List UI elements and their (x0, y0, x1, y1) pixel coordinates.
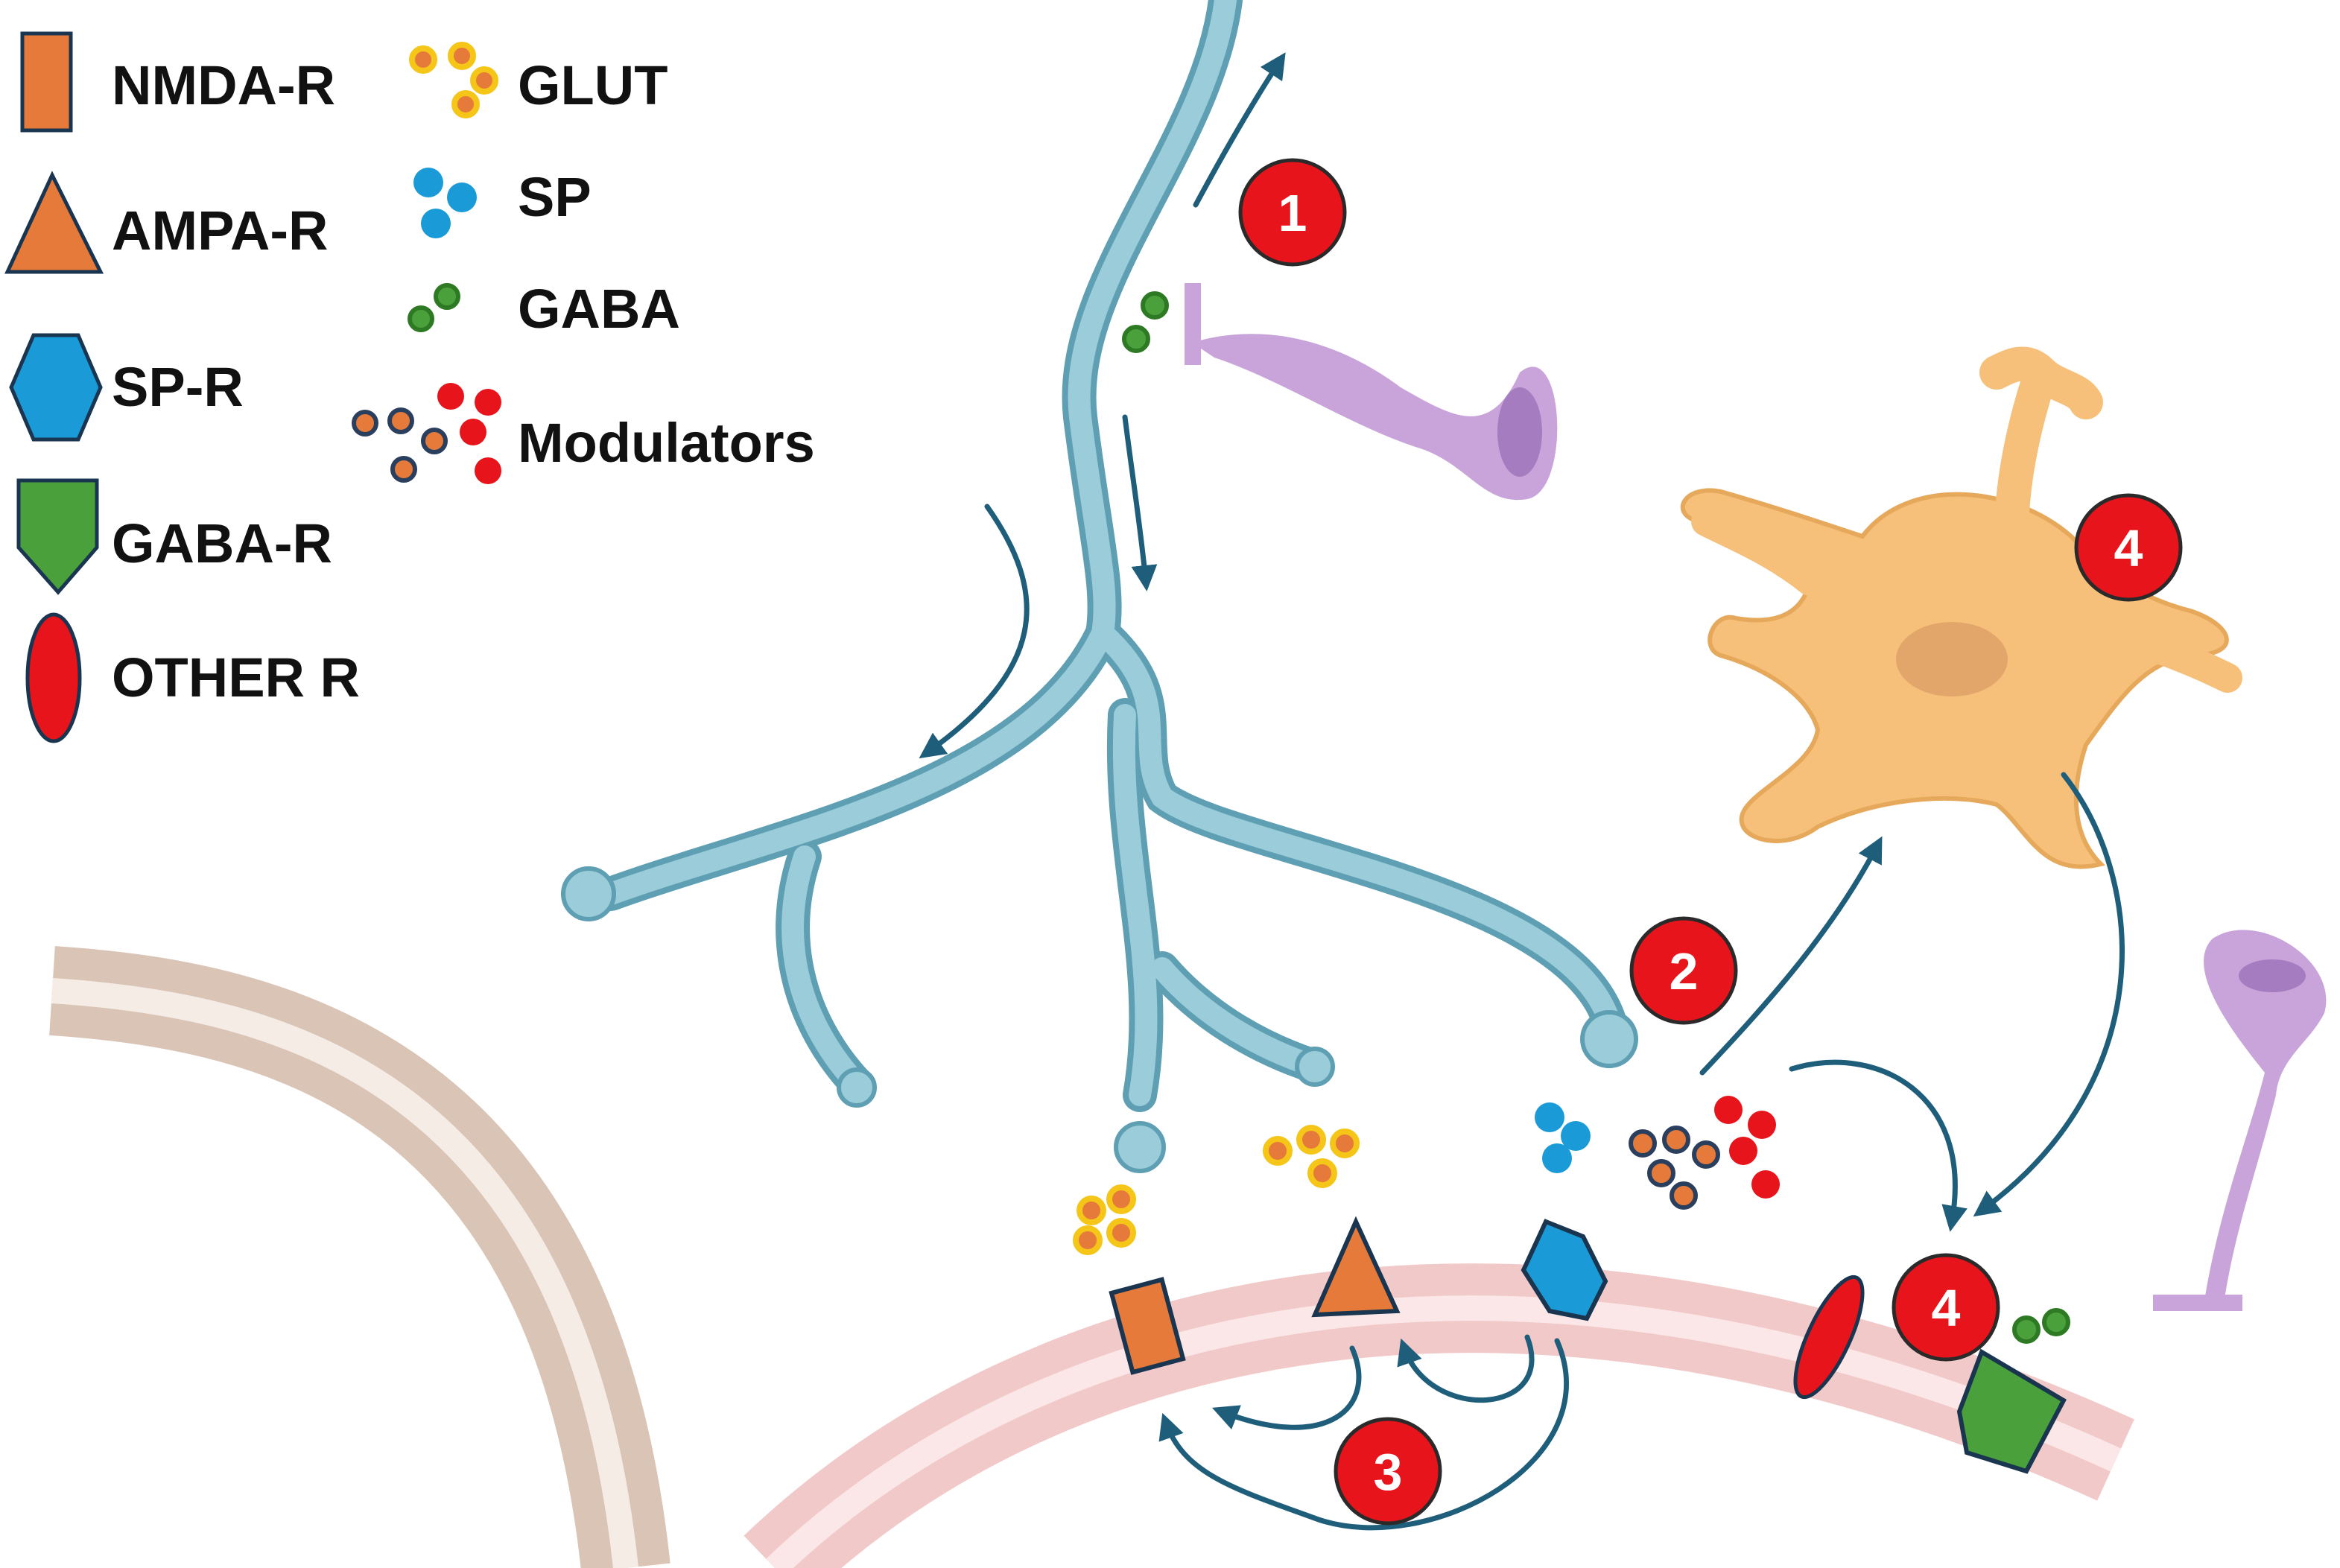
astrocyte (1680, 346, 2242, 869)
legend-gaba-label: GABA (518, 278, 680, 340)
sp-receptor (1521, 1219, 1608, 1321)
interneuron-bottom (2153, 930, 2327, 1311)
modulator-red-dots (1714, 1096, 1780, 1199)
gaba-ligand-cluster-bottom (2012, 1308, 2070, 1344)
legend-gaba-swatch (408, 283, 460, 332)
legend-modulators-label: Modulators (518, 412, 815, 474)
legend-ampa-label: AMPA-R (112, 200, 328, 261)
legend-sp-r-label: SP-R (112, 356, 244, 418)
primary-afferent-fiber (561, 0, 1638, 1173)
ampa-receptor (1311, 1216, 1401, 1318)
gaba-ligand-cluster-top (1122, 291, 1169, 353)
svg-text:4: 4 (2114, 519, 2143, 577)
postsynaptic-membrane (743, 1263, 2134, 1568)
blood-vessel (49, 946, 670, 1568)
svg-text:4: 4 (1932, 1279, 1961, 1337)
glut-ligand-cluster-ampa (1263, 1125, 1360, 1188)
step-badge-1: 1 (1238, 158, 1347, 267)
modulator-ligand-cluster (1629, 1126, 1720, 1210)
svg-text:3: 3 (1374, 1443, 1403, 1501)
glut-ligand-cluster-nmda (1073, 1184, 1136, 1255)
legend-gaba-r-label: GABA-R (112, 512, 332, 574)
legend-glut-label: GLUT (518, 54, 668, 116)
legend-gaba-r-swatch (16, 478, 99, 595)
legend-glut-swatch (409, 42, 498, 118)
step-badge-4-receptor: 4 (1892, 1253, 2000, 1362)
nmda-receptor (1109, 1277, 1186, 1375)
legend-sp-r-swatch (9, 333, 103, 442)
sp-ligand-cluster (1535, 1102, 1591, 1173)
other-receptor (1793, 1275, 1865, 1400)
interneuron-top (1185, 283, 1558, 501)
signal-arrows (919, 52, 2125, 1531)
legend-other-r-swatch (25, 612, 82, 743)
svg-text:2: 2 (1670, 942, 1699, 1000)
step-badge-2: 2 (1629, 916, 1738, 1025)
legend: NMDA-R AMPA-R SP-R GABA-R OTHER R GLUT S… (4, 31, 815, 743)
step-badge-3: 3 (1334, 1417, 1442, 1526)
svg-text:1: 1 (1278, 184, 1307, 242)
gaba-receptor (1956, 1348, 2067, 1474)
legend-ampa-swatch (4, 171, 104, 274)
legend-other-r-label: OTHER R (112, 647, 360, 708)
step-badge-4-astrocyte: 4 (2074, 493, 2183, 602)
legend-modulators-swatch (352, 383, 501, 484)
legend-sp-label: SP (518, 166, 592, 228)
legend-sp-swatch (413, 168, 477, 238)
legend-nmda-swatch (20, 31, 73, 133)
legend-nmda-label: NMDA-R (112, 54, 335, 116)
